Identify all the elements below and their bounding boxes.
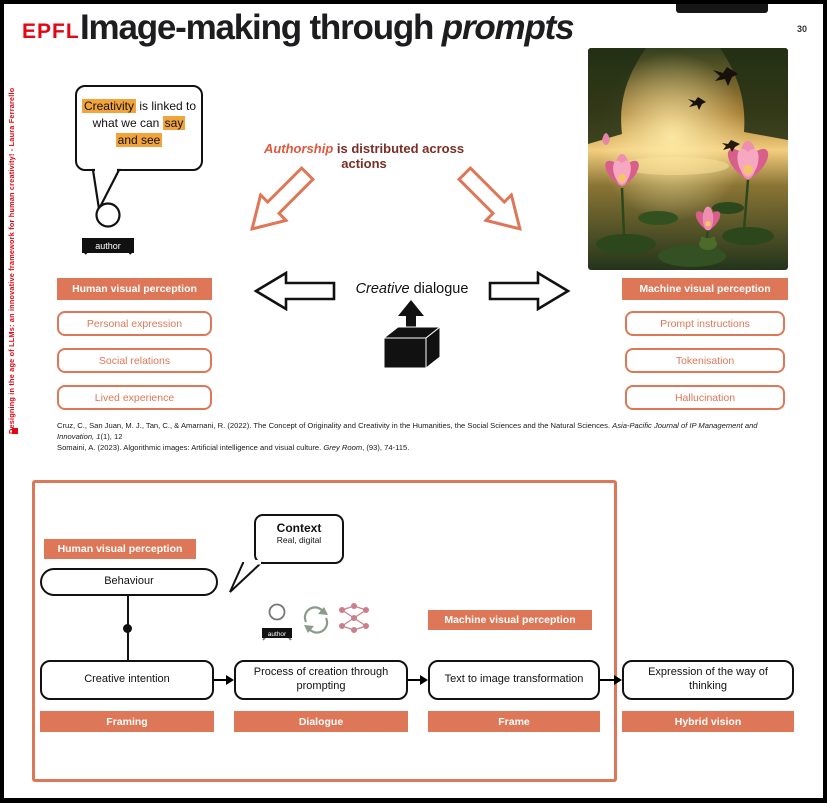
arrow-left-icon [253,271,336,311]
neural-network-icon [339,603,369,633]
context-bubble-tail [229,560,264,593]
citation-text: , (93), 74-115. [362,443,410,452]
arrow-down-right-icon [456,165,522,231]
bubble-text: is linked to [135,99,197,113]
page-title: Image-making through prompts [80,8,575,48]
citation-text: Somaini, A. (2023). Algorithmic images: … [57,443,324,452]
speech-bubble-tail [91,167,121,213]
perception-item: Tokenisation [625,348,785,373]
flow-box-text-to-image: Text to image transformation [428,660,600,700]
authorship-rest: is distributed across actions [333,141,465,171]
authorship-caption: Authorship is distributed across actions [244,141,484,171]
citation-text: (1), 12 [100,432,123,441]
citation-journal: Grey Room [323,443,363,452]
connector-dot [123,624,132,633]
highlight-creativity: Creativity [81,99,136,113]
authorship-emph: Authorship [263,141,334,156]
bottom-human-visual-perception-label: Human visual perception [44,539,196,559]
perception-item: Prompt instructions [625,311,785,336]
bubble-line-2: what we can say [77,115,201,132]
perception-item: Hallucination [625,385,785,410]
citation-journal: Asia-Pacific Journal of IP Management an… [57,421,758,441]
dialogue-italic: Creative [355,281,410,297]
screen-overlay [676,4,768,13]
context-speech-bubble: Context Real, digital [254,514,344,564]
creativity-speech-bubble: Creativity is linked to what we can say … [75,85,203,171]
perception-item: Lived experience [57,385,212,410]
citation-2: Somaini, A. (2023). Algorithmic images: … [57,442,769,453]
perception-item: Personal expression [57,311,212,336]
lotus-sunset-image [588,48,788,270]
epfl-logo: EPFL [22,20,80,43]
perception-item: Social relations [57,348,212,373]
context-subtitle: Real, digital [276,535,322,545]
flow-box-process-of-creation: Process of creation through prompting [234,660,408,700]
author-person-icon: author [82,202,134,255]
title-italic-text: prompts [441,8,575,47]
arrow-right-icon [488,271,571,311]
author-label: author [95,241,121,251]
arrow-down-left-icon [250,165,316,231]
cube-projector-icon [382,300,442,370]
flow-box-expression: Expression of the way of thinking [622,660,794,700]
highlight-say: say [162,115,186,130]
flow-tag-framing: Framing [40,711,214,732]
title-text: Image-making through [80,8,442,47]
flow-arrow-icon [408,675,428,685]
flow-tag-hybrid-vision: Hybrid vision [622,711,794,732]
machine-visual-perception-header: Machine visual perception [622,278,788,300]
author-small-label: author [268,631,287,638]
bubble-text: what we can [92,115,163,130]
author-small-icon: author [262,603,292,641]
citations: Cruz, C., San Juan, M. J., Tan, C., & Am… [57,420,769,453]
context-title: Context [276,521,322,535]
dialogue-rest: dialogue [409,281,469,297]
page-number: 30 [797,24,808,34]
flow-box-creative-intention: Creative intention [40,660,214,700]
citation-text: Cruz, C., San Juan, M. J., Tan, C., & Am… [57,421,613,430]
highlight-and-see: and see [115,132,163,147]
behaviour-box: Behaviour [40,568,218,596]
bubble-line-1: Creativity is linked to [77,98,201,115]
flow-arrow-icon [600,675,622,685]
slide: EPFL Image-making through prompts 30 Des… [4,4,823,798]
human-visual-perception-header: Human visual perception [57,278,212,300]
flow-tag-frame: Frame [428,711,600,732]
creative-dialogue-label: Creative dialogue [340,281,484,297]
bubble-line-3: and see [77,132,201,149]
flow-arrow-icon [214,675,234,685]
flow-tag-dialogue: Dialogue [234,711,408,732]
sidebar-credit: Designing in the age of LLMs: an innovat… [7,87,16,434]
citation-1: Cruz, C., San Juan, M. J., Tan, C., & Am… [57,420,769,442]
bottom-machine-visual-perception-label: Machine visual perception [428,610,592,630]
framework-outline-box [32,480,617,782]
sidebar-bullet [12,428,18,434]
cycle-icon [303,606,329,634]
